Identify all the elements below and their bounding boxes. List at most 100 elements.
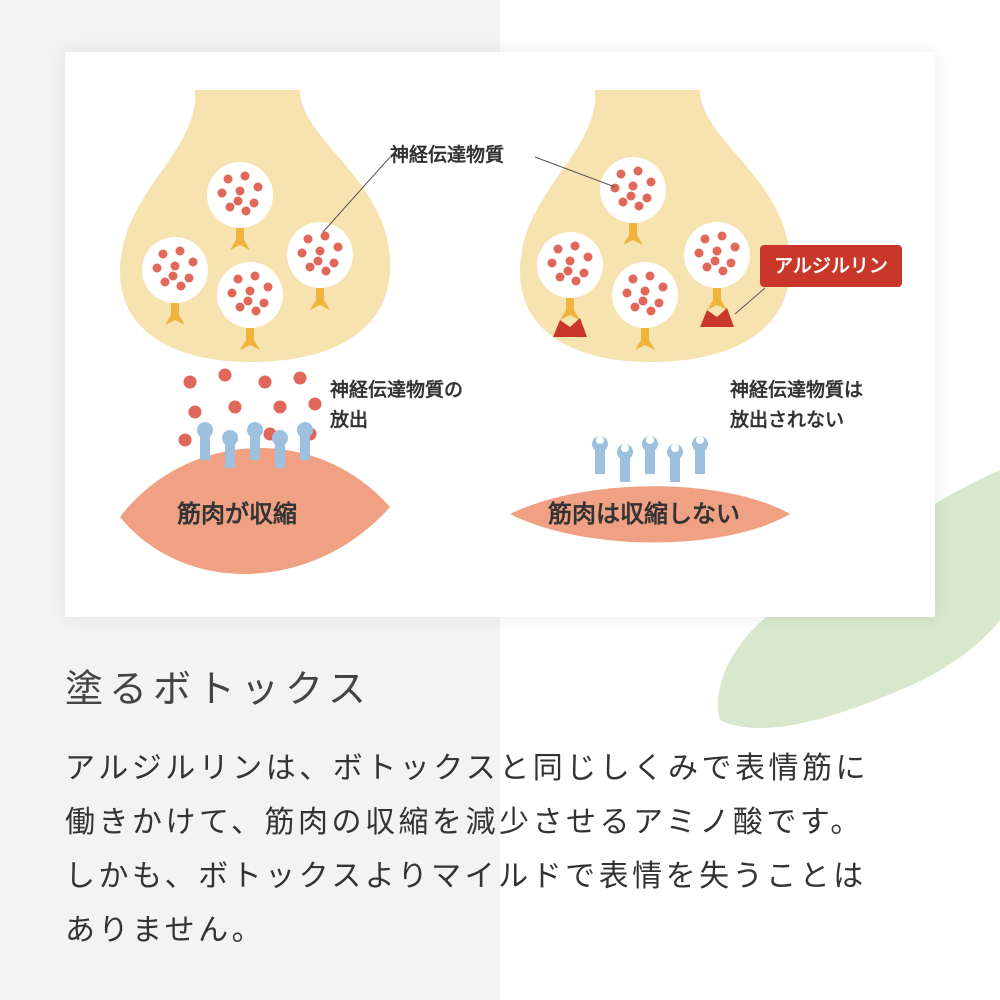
nerve-terminal bbox=[520, 90, 791, 362]
muscle-receptor-head bbox=[247, 422, 263, 438]
neurotransmitter-dot bbox=[658, 282, 668, 292]
neurotransmitter-dot bbox=[243, 296, 253, 306]
neurotransmitter-dot bbox=[333, 242, 343, 252]
neurotransmitter-dot bbox=[712, 246, 722, 256]
neurotransmitter-dot bbox=[645, 271, 655, 281]
release-label: 神経伝達物質の 放出 bbox=[330, 379, 464, 431]
neurotransmitter-dot bbox=[160, 277, 170, 287]
muscle-receptor bbox=[695, 444, 705, 474]
neurotransmitter-dot bbox=[640, 286, 650, 296]
argireline-blocker bbox=[553, 318, 587, 337]
neurotransmitter-dot bbox=[553, 244, 563, 254]
body-line: しかも、ボトックスよりマイルドで表情を失うことは bbox=[65, 859, 867, 894]
vesicle-receptor bbox=[635, 328, 655, 350]
neurotransmitter-dot bbox=[547, 258, 557, 268]
neurotransmitter-dot bbox=[240, 171, 250, 181]
neurotransmitter-dot bbox=[223, 174, 233, 184]
vesicle-receptor bbox=[707, 288, 727, 310]
body-line: ありません。 bbox=[65, 913, 266, 948]
vesicle-receptor bbox=[240, 328, 260, 350]
neurotransmitter-dot bbox=[718, 266, 728, 276]
neurotransmitter-dot bbox=[245, 286, 255, 296]
released-neurotransmitter bbox=[293, 371, 307, 385]
neurotransmitter-dot bbox=[297, 248, 307, 258]
neurotransmitter-dot bbox=[315, 246, 325, 256]
empty-receptor-site bbox=[671, 444, 679, 452]
empty-receptor-site bbox=[696, 436, 704, 444]
neurotransmitter-dot bbox=[217, 188, 227, 198]
neurotransmitter-dot bbox=[225, 202, 235, 212]
vesicle-receptor bbox=[310, 288, 330, 310]
neurotransmitter-dot bbox=[618, 197, 628, 207]
neurotransmitter-dot bbox=[646, 177, 656, 187]
empty-receptor-site bbox=[621, 444, 629, 452]
neurotransmitter-dot bbox=[610, 183, 620, 193]
neurotransmitter-dot bbox=[175, 246, 185, 256]
leader-line bbox=[534, 156, 616, 188]
body-line: 働きかけて、筋肉の収縮を減少させるアミノ酸です。 bbox=[65, 805, 864, 840]
neurotransmitter-dot bbox=[168, 271, 178, 281]
neurotransmitter-dot bbox=[630, 302, 640, 312]
neurotransmitter-label: 神経伝達物質 bbox=[390, 144, 505, 166]
muscle-receptor bbox=[250, 430, 260, 460]
neurotransmitter-dot bbox=[259, 298, 269, 308]
neurotransmitter-dot bbox=[626, 191, 636, 201]
muscle-contracts-label: 筋肉が収縮 bbox=[177, 500, 297, 528]
neurotransmitter-dot bbox=[152, 263, 162, 273]
neurotransmitter-dot bbox=[170, 261, 180, 271]
neurotransmitter-dot bbox=[313, 256, 323, 266]
neurotransmitter-dot bbox=[634, 201, 644, 211]
neurotransmitter-dot bbox=[565, 256, 575, 266]
neurotransmitter-dot bbox=[555, 272, 565, 282]
muscle-receptor bbox=[275, 438, 285, 468]
neurotransmitter-dot bbox=[303, 234, 313, 244]
neurotransmitter-dot bbox=[233, 196, 243, 206]
muscle-contracted bbox=[120, 448, 390, 575]
diagram-card: 神経伝達物質 神経伝達物質の 放出 筋肉が収縮 アルジルリン 神経伝達物質は 放… bbox=[65, 52, 935, 617]
empty-receptor-site bbox=[596, 436, 604, 444]
neurotransmitter-dot bbox=[628, 181, 638, 191]
neurotransmitter-dot bbox=[633, 166, 643, 176]
released-neurotransmitter bbox=[218, 368, 232, 382]
neurotransmitter-dot bbox=[717, 231, 727, 241]
body-line: アルジルリンは、ボトックスと同じしくみで表情筋に bbox=[65, 751, 869, 786]
neurotransmitter-dot bbox=[694, 248, 704, 258]
neurotransmitter-dot bbox=[188, 257, 198, 267]
neurotransmitter-dot bbox=[700, 234, 710, 244]
neurotransmitter-dot bbox=[249, 198, 259, 208]
released-neurotransmitter bbox=[258, 375, 272, 389]
muscle-no-contract-label: 筋肉は収縮しない bbox=[548, 500, 740, 528]
neurotransmitter-dot bbox=[642, 193, 652, 203]
neurotransmitter-dot bbox=[702, 262, 712, 272]
empty-receptor-site bbox=[646, 436, 654, 444]
muscle-receptor bbox=[620, 452, 630, 482]
section-heading: 塗るボトックス bbox=[65, 667, 372, 711]
muscle-receptor-head bbox=[197, 422, 213, 438]
argireline-blocker bbox=[700, 308, 734, 327]
synapse-diagram bbox=[120, 90, 791, 575]
vesicle-receptor bbox=[165, 303, 185, 325]
neurotransmitter-dot bbox=[646, 306, 656, 316]
neurotransmitter-dot bbox=[158, 249, 168, 259]
released-neurotransmitter bbox=[308, 397, 322, 411]
neurotransmitter-dot bbox=[638, 296, 648, 306]
neurotransmitter-dot bbox=[233, 274, 243, 284]
muscle-receptor-head bbox=[297, 422, 313, 438]
neurotransmitter-dot bbox=[320, 231, 330, 241]
no-release-label: 神経伝達物質は 放出されない bbox=[730, 379, 864, 431]
neurotransmitter-dot bbox=[227, 288, 237, 298]
neurotransmitter-dot bbox=[628, 274, 638, 284]
neurotransmitter-dot bbox=[570, 241, 580, 251]
released-neurotransmitter bbox=[273, 400, 287, 414]
neurotransmitter-dot bbox=[321, 266, 331, 276]
body-text: アルジルリンは、ボトックスと同じしくみで表情筋に 働きかけて、筋肉の収縮を減少さ… bbox=[65, 742, 945, 958]
neurotransmitter-dot bbox=[263, 282, 273, 292]
neurotransmitter-dot bbox=[730, 242, 740, 252]
muscle-receptor bbox=[200, 430, 210, 460]
muscle-receptor-head bbox=[222, 430, 238, 446]
neurotransmitter-dot bbox=[583, 252, 593, 262]
neurotransmitter-dot bbox=[253, 182, 263, 192]
vesicle-receptor bbox=[230, 228, 250, 250]
neurotransmitter-dot bbox=[571, 276, 581, 286]
neurotransmitter-dot bbox=[251, 306, 261, 316]
